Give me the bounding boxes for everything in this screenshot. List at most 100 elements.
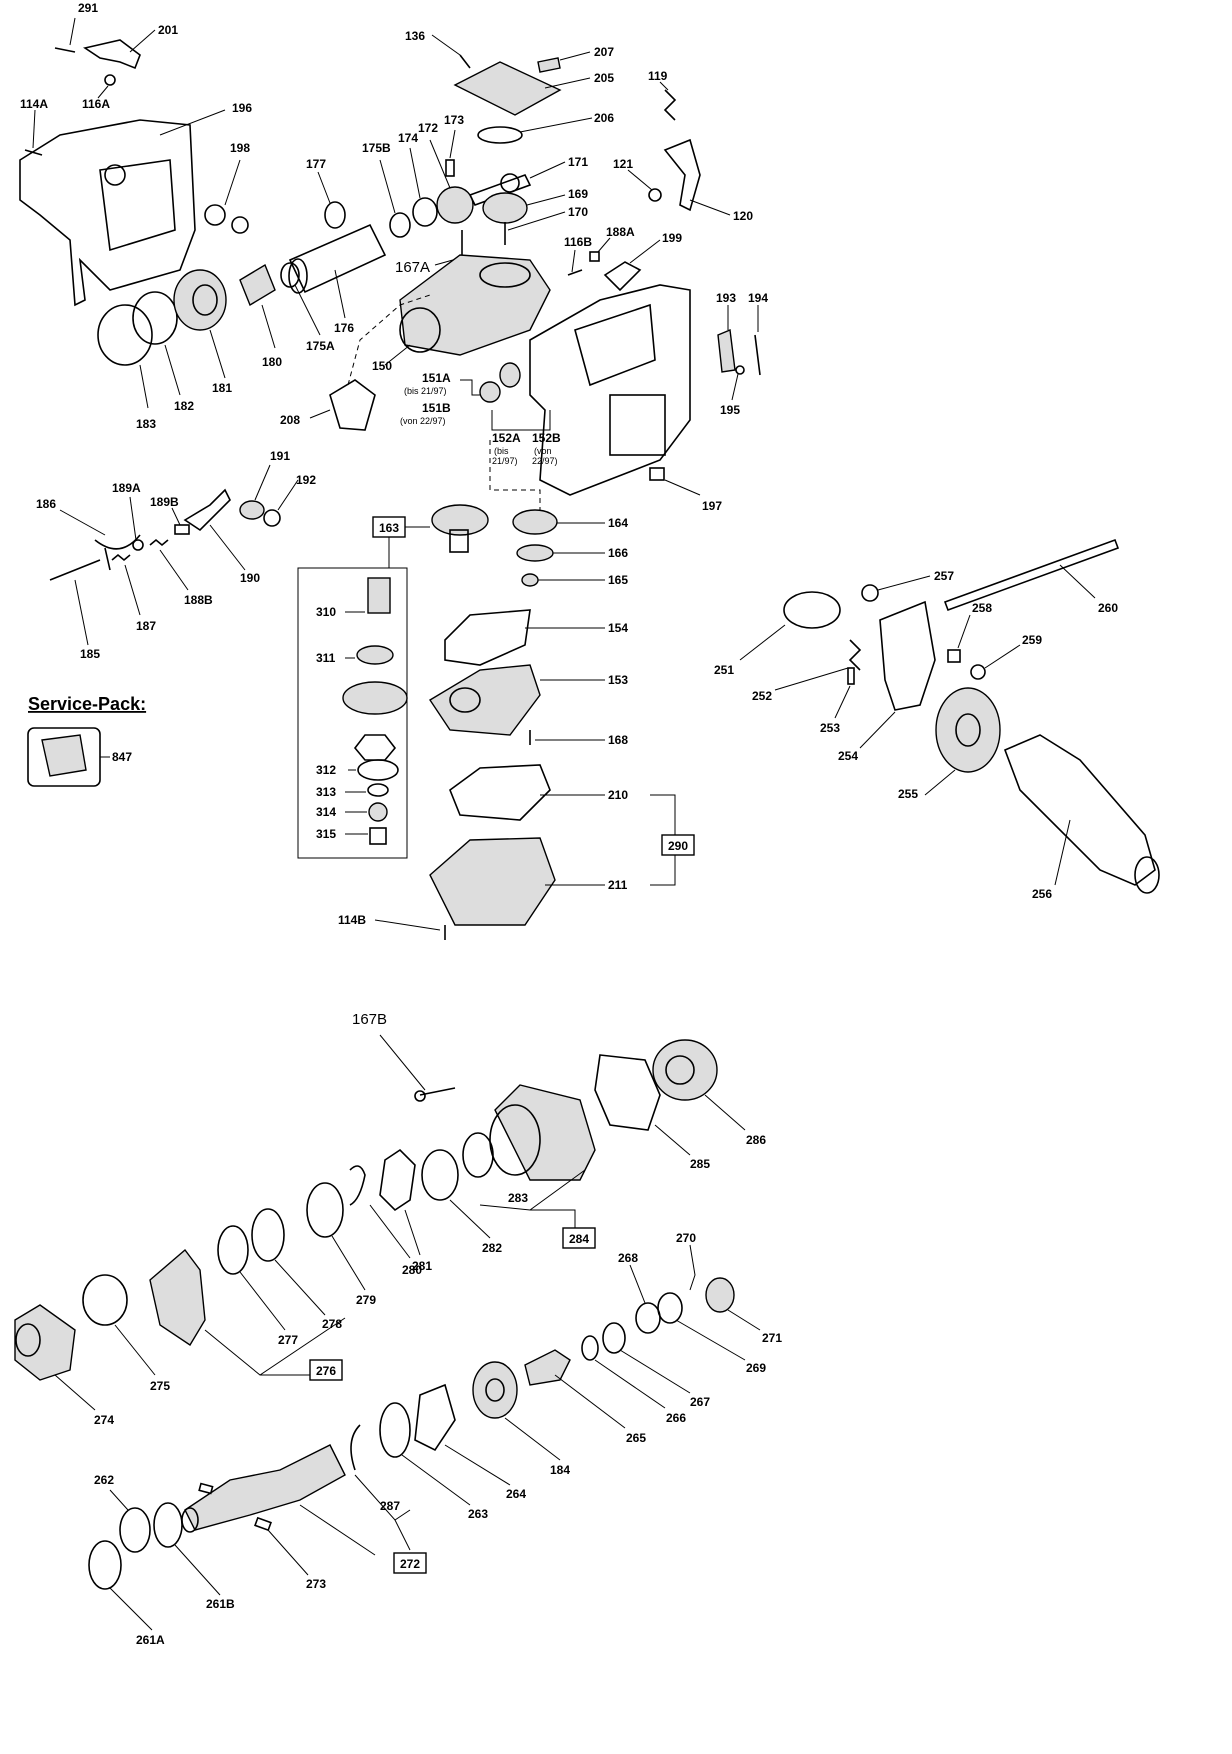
label-151B: 151B [422, 401, 451, 415]
part-199 [603, 261, 642, 292]
part-181 [173, 269, 227, 331]
label-174: 174 [398, 131, 418, 145]
label-270: 270 [676, 1231, 696, 1245]
part-287 [350, 1424, 361, 1471]
part-265 [524, 1349, 571, 1386]
part-310 [367, 577, 391, 614]
label-262: 262 [94, 1473, 114, 1487]
part-314 [368, 802, 388, 822]
label-210: 210 [608, 788, 628, 802]
label-267: 267 [690, 1395, 710, 1409]
part-261A [88, 1540, 122, 1590]
part-268 [635, 1302, 661, 1334]
label-116B: 116B [564, 235, 592, 249]
label-136: 136 [405, 29, 425, 43]
label-191: 191 [270, 449, 290, 463]
label-151A-note: (bis 21/97) [404, 386, 447, 396]
label-181: 181 [212, 381, 232, 395]
motor-housing [529, 284, 691, 496]
label-274: 274 [94, 1413, 114, 1427]
label-847: 847 [112, 750, 132, 764]
label-268: 268 [618, 1251, 638, 1265]
label-170: 170 [568, 205, 588, 219]
label-172: 172 [418, 121, 438, 135]
part-210 [449, 764, 551, 821]
part-198 [204, 204, 226, 226]
side-handle-group [739, 538, 1160, 894]
label-271: 271 [762, 1331, 782, 1345]
gear-housing-group [309, 34, 761, 520]
box-284 [562, 1227, 596, 1249]
label-168: 168 [608, 733, 628, 747]
part-193 [717, 328, 736, 373]
label-121: 121 [613, 157, 633, 171]
part-275 [82, 1274, 128, 1326]
part-277 [217, 1225, 249, 1275]
label-207: 207 [594, 45, 614, 59]
part-269 [657, 1292, 683, 1324]
part-189B [174, 524, 190, 535]
label-275: 275 [150, 1379, 170, 1393]
part-286 [652, 1039, 718, 1101]
part-261B [153, 1502, 183, 1548]
part-173 [445, 159, 455, 177]
label-152B: 152B [532, 431, 561, 445]
label-189B: 189B [150, 495, 179, 509]
part-201 [83, 39, 141, 70]
part-251 [783, 591, 841, 629]
part-185 [49, 559, 101, 581]
label-184: 184 [550, 1463, 570, 1477]
label-276: 276 [316, 1364, 336, 1378]
label-286: 286 [746, 1133, 766, 1147]
label-254: 254 [838, 749, 858, 763]
part-190 [183, 488, 231, 532]
part-192 [263, 509, 281, 527]
label-282: 282 [482, 1241, 502, 1255]
label-196: 196 [232, 101, 252, 115]
label-114B: 114B [338, 913, 366, 927]
label-198: 198 [230, 141, 250, 155]
label-257: 257 [934, 569, 954, 583]
label-164: 164 [608, 516, 628, 530]
part-151B [479, 381, 501, 403]
label-171: 171 [568, 155, 588, 169]
part-266 [581, 1335, 599, 1361]
part-291 [54, 47, 76, 53]
part-205 [453, 61, 562, 116]
part-285 [594, 1054, 661, 1131]
label-194: 194 [748, 291, 768, 305]
part-207 [537, 57, 561, 73]
part-169 [482, 192, 528, 224]
part-311 [356, 645, 394, 665]
part-163 [431, 504, 489, 536]
part-116A [104, 74, 116, 86]
label-166: 166 [608, 546, 628, 560]
label-281: 281 [412, 1259, 432, 1273]
label-167A: 167A [395, 259, 430, 276]
label-176: 176 [334, 321, 354, 335]
part-255 [935, 687, 1001, 773]
part-191 [239, 500, 265, 520]
label-152A-note-1: (bis [494, 446, 509, 456]
part-282 [421, 1149, 459, 1201]
label-253: 253 [820, 721, 840, 735]
label-151A: 151A [422, 371, 451, 385]
part-259 [970, 664, 986, 680]
label-284: 284 [569, 1232, 589, 1246]
part-256 [1003, 734, 1156, 886]
label-279: 279 [356, 1293, 376, 1307]
housing-group [19, 17, 566, 409]
label-153: 153 [608, 673, 628, 687]
label-265: 265 [626, 1431, 646, 1445]
label-266: 266 [666, 1411, 686, 1425]
label-119: 119 [648, 69, 668, 83]
label-199: 199 [662, 231, 682, 245]
label-120: 120 [733, 209, 753, 223]
part-315 [369, 827, 387, 845]
label-310: 310 [316, 605, 336, 619]
part-283 [462, 1132, 494, 1178]
part-311-gear [342, 681, 408, 715]
part-172 [436, 186, 474, 224]
label-255: 255 [898, 787, 918, 801]
